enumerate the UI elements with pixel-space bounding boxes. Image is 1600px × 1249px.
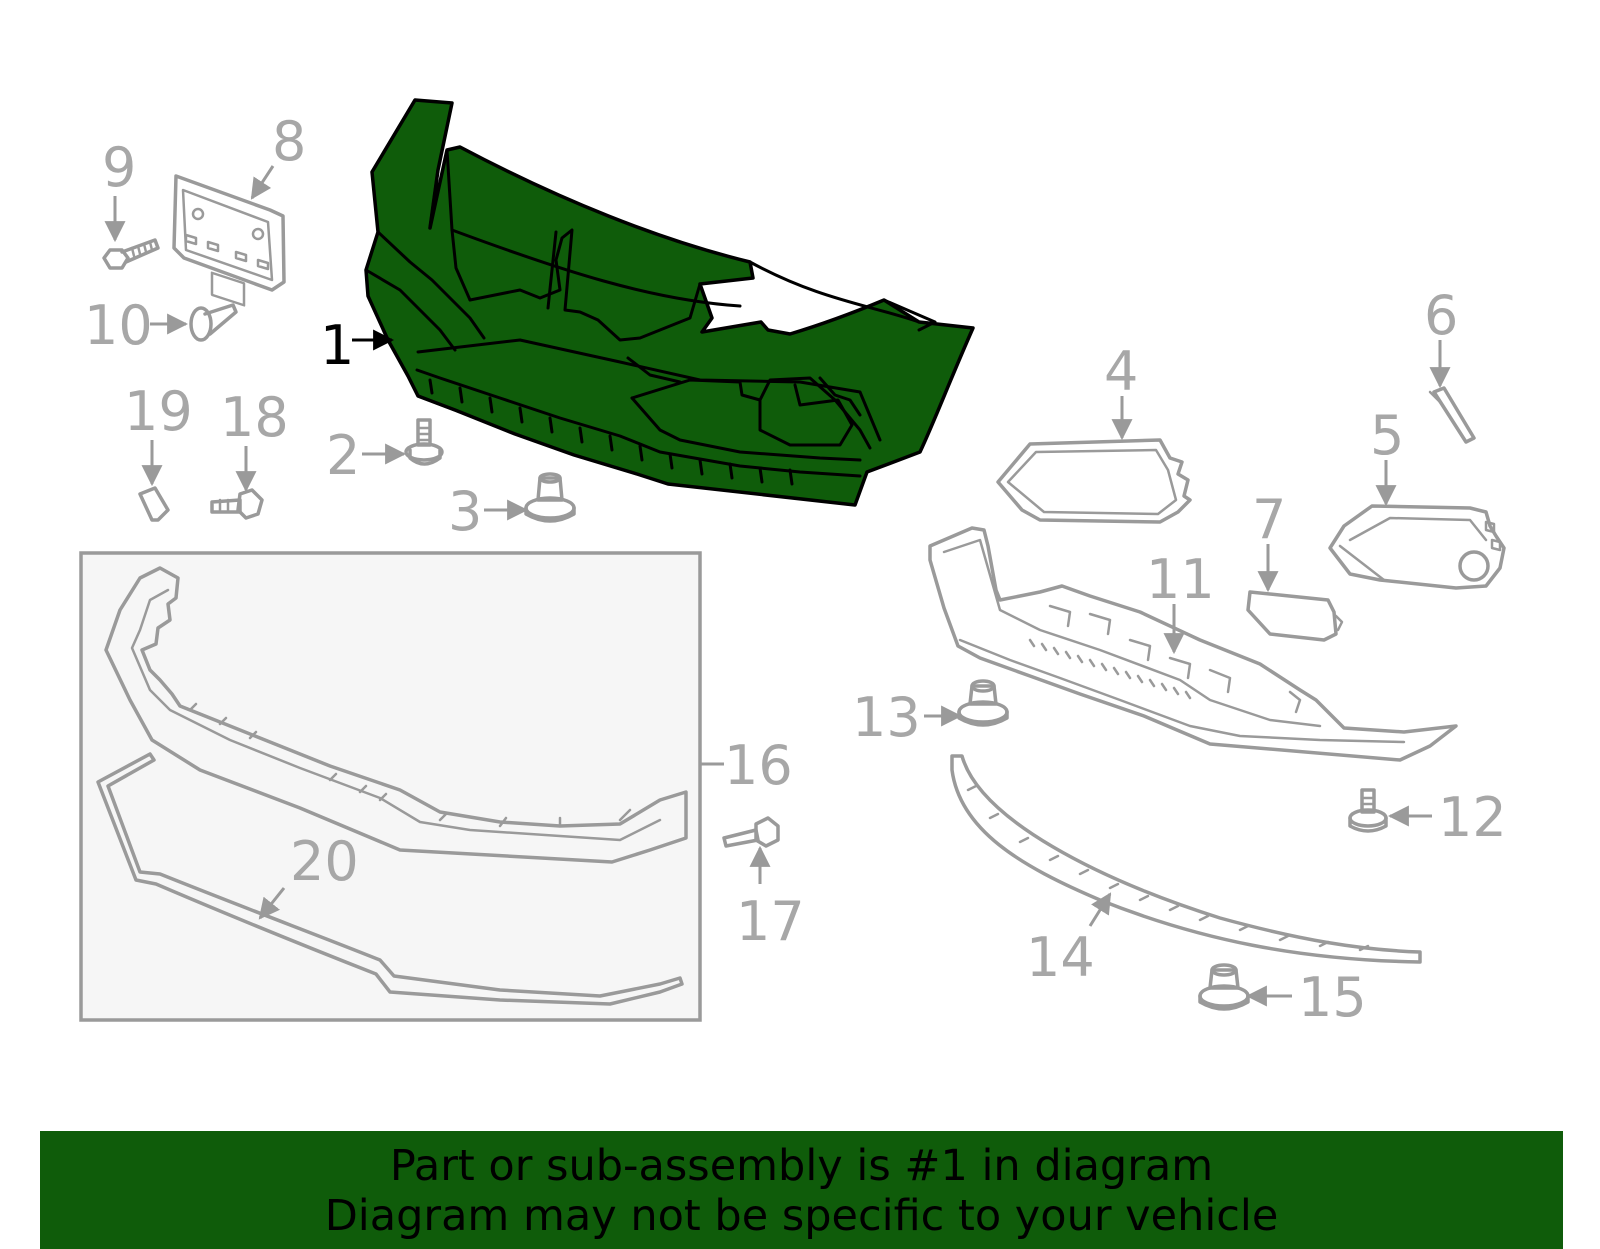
lower-strip-part-14[interactable] — [950, 754, 1422, 964]
callout-8: 8 — [272, 110, 306, 173]
push-clip-part-13[interactable] — [957, 679, 1009, 727]
molding-part-20[interactable] — [96, 752, 684, 1006]
callout-6: 6 — [1424, 284, 1458, 347]
push-clip-part-15[interactable] — [1198, 963, 1250, 1011]
callout-20: 20 — [290, 830, 359, 893]
callout-19: 19 — [124, 380, 193, 443]
callout-10: 10 — [84, 294, 153, 357]
lower-grille-part-11[interactable] — [928, 526, 1458, 762]
bumper-cover-part[interactable] — [364, 98, 975, 507]
fog-housing-part-5[interactable] — [1328, 504, 1506, 590]
spoiler-part-16[interactable] — [104, 566, 688, 864]
callout-15: 15 — [1298, 966, 1367, 1029]
callout-7: 7 — [1252, 488, 1286, 551]
license-bracket-part[interactable] — [172, 174, 286, 307]
clip-part[interactable] — [189, 303, 238, 342]
callout-2: 2 — [326, 424, 360, 487]
bezel-part-4[interactable] — [996, 438, 1192, 524]
callout-11: 11 — [1146, 548, 1215, 611]
callout-13: 13 — [852, 686, 921, 749]
callout-1: 1 — [320, 314, 354, 377]
screw-part-18[interactable] — [210, 488, 264, 520]
callout-16: 16 — [724, 734, 793, 797]
leader-arrows — [104, 165, 1451, 1007]
bolt-part-17[interactable] — [722, 816, 780, 848]
callout-18: 18 — [220, 386, 289, 449]
info-banner: Part or sub-assembly is #1 in diagram Di… — [40, 1131, 1563, 1249]
bolt-part[interactable] — [102, 238, 160, 270]
cover-part-7[interactable] — [1246, 590, 1344, 642]
callout-14: 14 — [1026, 926, 1095, 989]
callout-9: 9 — [102, 136, 136, 199]
callout-3: 3 — [448, 480, 482, 543]
bracket-part-6[interactable] — [1428, 386, 1476, 444]
retainer-part-19[interactable] — [138, 486, 170, 522]
banner-line-1: Part or sub-assembly is #1 in diagram — [389, 1141, 1214, 1191]
banner-line-2: Diagram may not be specific to your vehi… — [324, 1191, 1279, 1241]
screw-part-2[interactable] — [404, 418, 444, 466]
callout-17: 17 — [736, 890, 805, 953]
callout-5: 5 — [1370, 404, 1404, 467]
subassembly-box — [79, 551, 702, 1022]
push-clip-part-3[interactable] — [524, 472, 576, 523]
screw-part-12[interactable] — [1348, 788, 1388, 833]
callout-labels: 1 2 3 4 5 6 7 8 9 10 11 12 13 14 15 16 1… — [84, 110, 1507, 1029]
callout-4: 4 — [1104, 340, 1138, 403]
callout-12: 12 — [1438, 786, 1507, 849]
